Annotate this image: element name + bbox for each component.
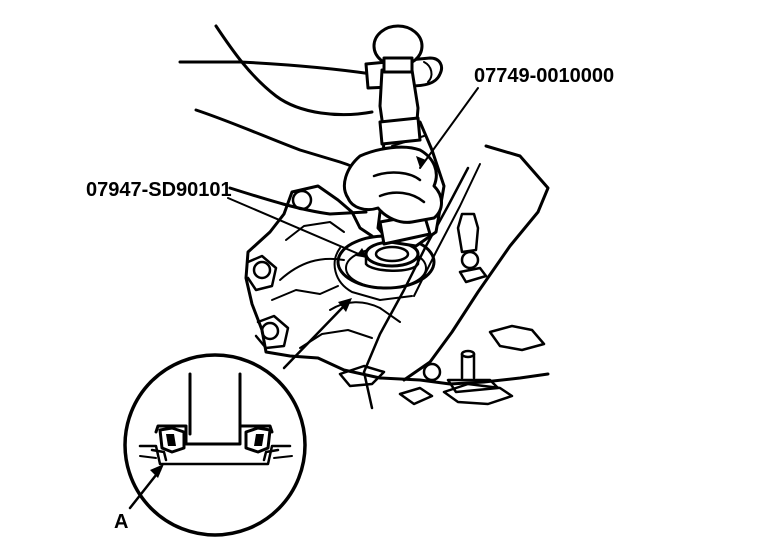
oil-seal-icon (364, 240, 420, 272)
label-tool-left: 07947-SD90101 (86, 179, 232, 201)
leader-detail-arrowhead (338, 298, 352, 312)
arm-icon (178, 24, 374, 117)
label-tool-top: 07749-0010000 (474, 65, 614, 87)
leader-detail (282, 304, 346, 370)
leader-lines (227, 87, 479, 370)
magnified-detail-icon (123, 353, 307, 537)
label-callout-a: A (114, 511, 128, 533)
leader-tool-top (419, 87, 479, 169)
hand-icon (194, 108, 443, 224)
leader-tool-left-arrowhead (356, 248, 368, 258)
transmission-housing (244, 144, 550, 410)
hammer-icon (364, 24, 444, 146)
leader-tool-left (227, 197, 369, 259)
leader-tool-left-arrow (416, 156, 426, 168)
